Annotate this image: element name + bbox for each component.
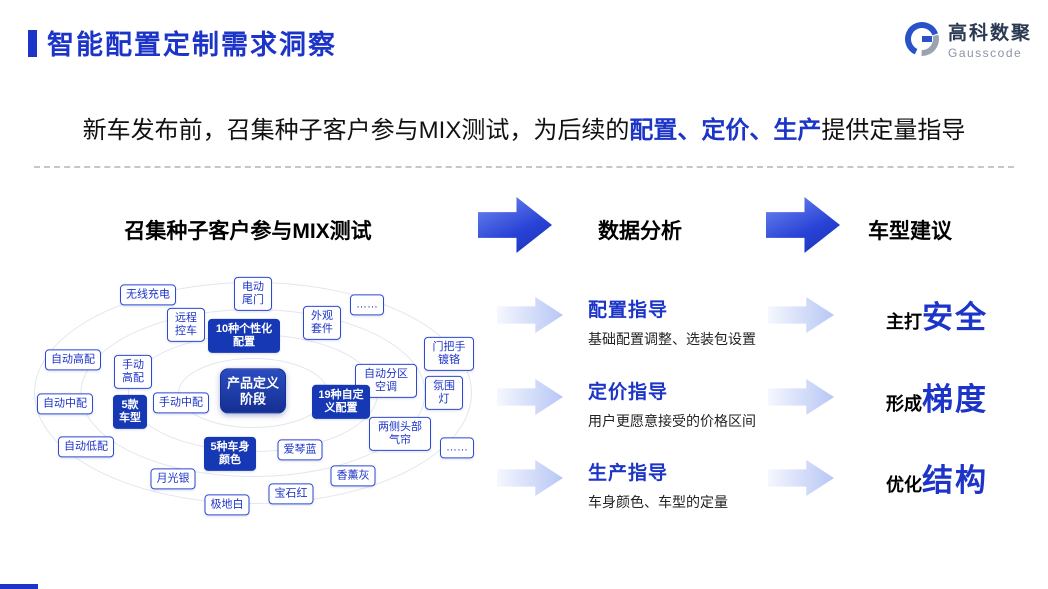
analysis-desc: 用户更愿意接受的价格区间 (588, 413, 756, 429)
subtitle-post: 提供定量指导 (821, 117, 966, 144)
divider-dashed (34, 166, 1014, 168)
diagram-node: 无线充电 (120, 284, 176, 306)
logo-subname: Gausscode (947, 46, 1023, 60)
diagram-node: 自动高配 (45, 349, 101, 371)
diagram-node: 远程控车 (167, 307, 205, 343)
row-arrow-icon (497, 460, 563, 496)
diagram-node: 门把手镀铬 (424, 336, 474, 372)
diagram-node: 香薰灰 (330, 465, 376, 487)
gausscode-logo-icon (904, 22, 939, 56)
analysis-desc: 基础配置调整、选装包设置 (588, 331, 756, 347)
suggestion-prefix: 主打 (886, 312, 922, 332)
slide-subtitle: 新车发布前，召集种子客户参与MIX测试，为后续的配置、定价、生产提供定量指导 (0, 110, 1048, 145)
diagram-node: 宝石红 (268, 483, 314, 505)
logo-text: 高科数聚 Gausscode (948, 18, 1032, 60)
logo-name: 高科数聚 (947, 23, 1032, 44)
analysis-title: 配置指导 (588, 300, 669, 321)
heading-data-analysis: 数据分析 (598, 220, 682, 243)
suggestion-prefix: 形成 (886, 394, 922, 414)
suggestion-prefix: 优化 (886, 475, 922, 495)
analysis-item-pricing: 定价指导 用户更愿意接受的价格区间 (588, 377, 823, 431)
diagram-node: 氛围灯 (425, 375, 463, 411)
diagram-node: 手动中配 (153, 392, 209, 414)
heading-model-suggestion: 车型建议 (868, 220, 952, 243)
mix-test-diagram: 产品定义阶段 无线充电 电动尾门 远程控车 10种个性化配置 外观套件 …… 门… (28, 268, 498, 526)
diagram-node: 自动分区空调 (355, 363, 417, 399)
title-accent-bar (28, 30, 37, 57)
diagram-node: 月光银 (150, 468, 196, 490)
suggestion-keyword: 梯度 (922, 382, 988, 417)
diagram-node: …… (350, 294, 384, 316)
company-logo: 高科数聚 Gausscode (903, 18, 1032, 60)
diagram-node: 电动尾门 (234, 276, 272, 312)
heading-mix-test: 召集种子客户参与MIX测试 (124, 220, 372, 243)
flow-arrow-icon (766, 197, 840, 253)
suggestion-item-safety: 主打 安全 (848, 292, 1026, 337)
analysis-title: 生产指导 (588, 463, 669, 484)
row-arrow-icon (497, 379, 563, 415)
diagram-node: 外观套件 (303, 305, 341, 341)
subtitle-highlight: 配置、定价、生产 (629, 117, 822, 144)
suggestion-keyword: 安全 (922, 300, 988, 335)
footer-accent-bar (0, 584, 38, 589)
diagram-node: 极地白 (204, 494, 250, 516)
analysis-item-config: 配置指导 基础配置调整、选装包设置 (588, 295, 823, 349)
diagram-node: 19种自定义配置 (312, 384, 370, 420)
subtitle-pre: 新车发布前，召集种子客户参与MIX测试，为后续的 (82, 117, 630, 144)
analysis-title: 定价指导 (588, 382, 669, 403)
diagram-node: 两侧头部气帘 (369, 416, 431, 452)
diagram-node: 自动低配 (58, 436, 114, 458)
flow-arrow-icon (478, 197, 552, 253)
diagram-node: 爱琴蓝 (277, 439, 323, 461)
suggestion-keyword: 结构 (922, 463, 988, 498)
suggestion-item-gradient: 形成 梯度 (848, 374, 1026, 419)
page-title: 智能配置定制需求洞察 (47, 30, 337, 60)
suggestion-item-structure: 优化 结构 (848, 455, 1026, 500)
diagram-node: 自动中配 (37, 393, 93, 415)
diagram-node: 5种车身颜色 (204, 436, 256, 472)
diagram-node: 手动高配 (114, 354, 152, 390)
analysis-item-production: 生产指导 车身颜色、车型的定量 (588, 458, 823, 512)
diagram-center-node: 产品定义阶段 (220, 368, 286, 414)
diagram-node: 10种个性化配置 (208, 318, 280, 354)
diagram-node: …… (440, 437, 474, 459)
row-arrow-icon (497, 297, 563, 333)
analysis-desc: 车身颜色、车型的定量 (588, 494, 728, 510)
diagram-node: 5款车型 (113, 394, 147, 430)
